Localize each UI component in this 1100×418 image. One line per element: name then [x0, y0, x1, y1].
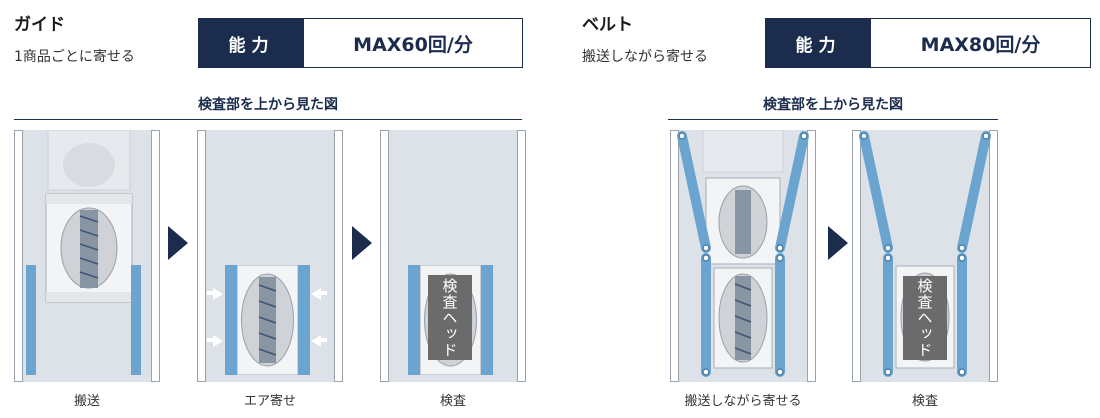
- air-arrow-icon: [311, 335, 321, 347]
- pulley-icon: [800, 132, 808, 140]
- side-guide: [225, 265, 237, 375]
- product-pack-icon: [45, 130, 133, 303]
- belt-capacity-box: 能力 MAX80回/分: [765, 18, 1091, 68]
- guide-section-rule: [14, 119, 522, 120]
- air-arrow-icon: [213, 335, 223, 347]
- pulley-icon: [860, 132, 868, 140]
- side-guide: [481, 265, 493, 375]
- side-rail: [989, 130, 998, 382]
- side-rail: [14, 130, 23, 382]
- pulley-icon: [884, 254, 892, 262]
- pulley-icon: [958, 244, 966, 252]
- guide-section-title: 検査部を上から見た図: [198, 97, 338, 113]
- pulley-icon: [702, 368, 710, 376]
- inspection-head: 検査ヘッド: [428, 275, 472, 360]
- pulley-icon: [776, 244, 784, 252]
- air-arrow-icon: [207, 291, 213, 295]
- belt-subtitle: 搬送しながら寄せる: [582, 49, 708, 65]
- pulley-icon: [958, 254, 966, 262]
- air-arrow-icon: [207, 338, 213, 342]
- step-caption: 搬送: [73, 394, 100, 409]
- air-arrow-icon: [321, 338, 327, 342]
- guide-panel-inspect: 検査ヘッド: [380, 130, 526, 382]
- side-guide: [26, 265, 36, 375]
- belt-panel-transport: [670, 130, 816, 382]
- belt-capacity-label: 能力: [766, 19, 871, 67]
- side-rail: [380, 130, 389, 382]
- side-rail: [807, 130, 816, 382]
- guide-capacity-label: 能力: [199, 19, 304, 67]
- step-caption: 検査: [911, 394, 938, 409]
- side-rail: [670, 130, 679, 382]
- inspection-head: 検査ヘッド: [903, 276, 947, 360]
- belt-guide-diagram: [677, 130, 809, 377]
- pulley-icon: [776, 254, 784, 262]
- pulley-icon: [884, 244, 892, 252]
- step-caption: 搬送しながら寄せる: [684, 394, 802, 409]
- side-rail: [197, 130, 206, 382]
- side-rail: [151, 130, 160, 382]
- pulley-icon: [702, 254, 710, 262]
- air-arrow-icon: [213, 288, 223, 300]
- pulley-icon: [958, 368, 966, 376]
- pulley-icon: [678, 132, 686, 140]
- guide-panel-air: [197, 130, 343, 382]
- belt-section-rule: [668, 119, 998, 120]
- pulley-icon: [982, 132, 990, 140]
- side-guide: [298, 265, 310, 375]
- step-arrow-icon: [828, 226, 848, 260]
- pulley-icon: [702, 244, 710, 252]
- pulley-icon: [776, 368, 784, 376]
- belt-section-title: 検査部を上から見た図: [763, 97, 903, 113]
- air-arrow-icon: [321, 291, 327, 295]
- product-pack-icon: [237, 265, 298, 375]
- guide-capacity-value: MAX60回/分: [353, 33, 473, 56]
- belt-capacity-value: MAX80回/分: [920, 33, 1041, 56]
- side-rail: [852, 130, 861, 382]
- guide-panel-transport: [14, 130, 160, 382]
- side-rail: [517, 130, 526, 382]
- side-guide: [408, 265, 420, 375]
- step-arrow-icon: [352, 226, 372, 260]
- pulley-icon: [884, 368, 892, 376]
- step-caption: エア寄せ: [243, 394, 296, 409]
- guide-capacity-box: 能力 MAX60回/分: [198, 18, 523, 68]
- belt-title: ベルト: [582, 15, 633, 35]
- air-arrow-icon: [311, 288, 321, 300]
- guide-title: ガイド: [14, 15, 65, 35]
- belt-panel-inspect: 検査ヘッド: [852, 130, 998, 382]
- step-arrow-icon: [168, 226, 188, 260]
- side-rail: [334, 130, 343, 382]
- step-caption: 検査: [439, 394, 466, 409]
- guide-subtitle: 1商品ごとに寄せる: [14, 49, 135, 65]
- side-guide: [131, 265, 141, 375]
